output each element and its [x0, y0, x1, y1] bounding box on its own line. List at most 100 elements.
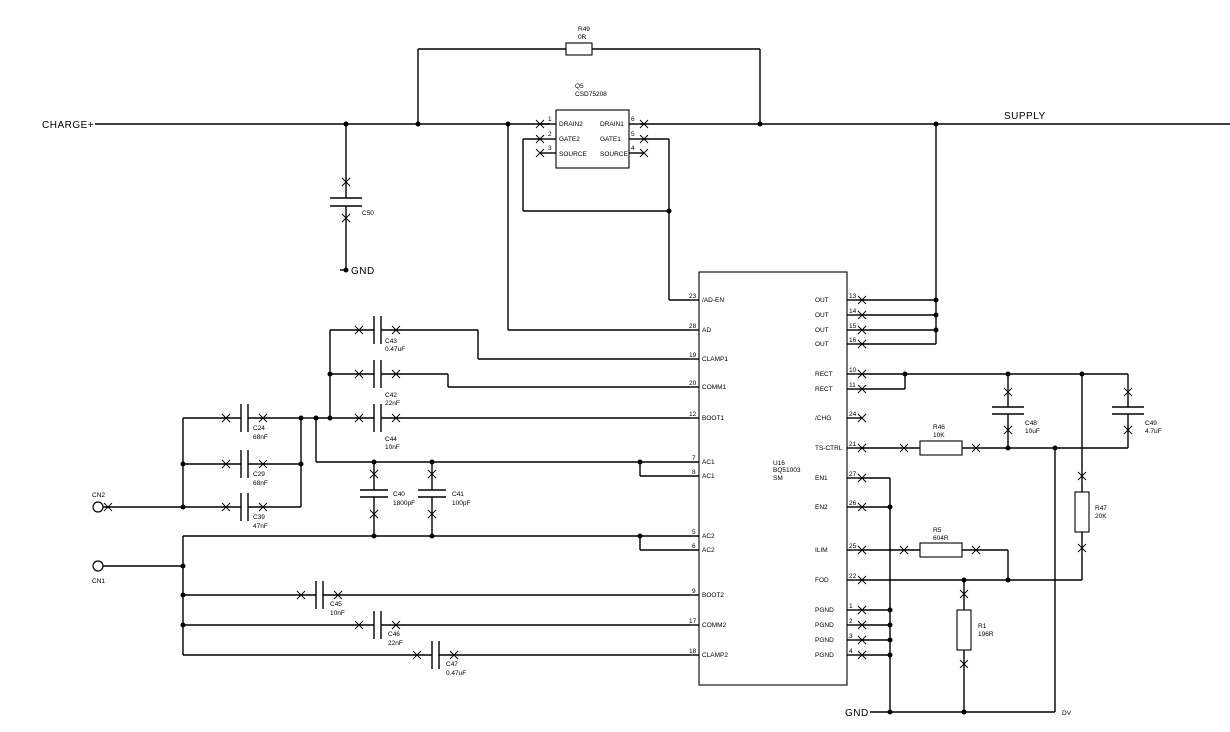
- q5-pin-name: DRAIN2: [559, 121, 583, 128]
- cn2-connector: CN2: [92, 492, 183, 513]
- u16-pin-num: 16: [849, 337, 857, 344]
- u16-pin-name: CLAMP2: [702, 652, 728, 659]
- r5-resistor: R5 604R: [862, 527, 1009, 580]
- r49-ref: R49: [578, 26, 590, 33]
- c29-capacitor: C29 68nF: [183, 450, 301, 487]
- u16-pin-name: EN1: [815, 475, 828, 482]
- dv-label: DV: [1062, 710, 1072, 717]
- c46-capacitor: C46 22nF: [183, 611, 690, 647]
- fod-net: [862, 577, 1082, 583]
- q5-pin-name: SOURCE: [559, 151, 587, 158]
- r49-value: 0R: [578, 34, 587, 41]
- u16-pin-name: AC1: [702, 459, 715, 466]
- u16-pin-name: PGND: [815, 607, 834, 614]
- c49-ref: C49: [1145, 420, 1157, 427]
- u16-pin-num: 23: [689, 293, 697, 300]
- q5-value: CSD75208: [575, 91, 607, 98]
- c39-value: 47nF: [253, 523, 268, 530]
- ac2-net: [180, 533, 643, 655]
- c41-ref: C41: [452, 491, 464, 498]
- q5-pin-name: GATE2: [559, 136, 580, 143]
- u16-pin-num: 25: [849, 543, 857, 550]
- r47-value: 20K: [1095, 513, 1107, 520]
- u16-pin-name: AC1: [702, 473, 715, 480]
- u16-pin-name: AC2: [702, 547, 715, 554]
- cn2-ref: CN2: [92, 492, 105, 499]
- u16-pin-name: /CHG: [815, 415, 831, 422]
- c45-capacitor: C45 10nF: [183, 581, 690, 617]
- u16-pin-num: 9: [692, 588, 696, 595]
- r1-value: 196R: [978, 631, 994, 638]
- u16-pin-name: PGND: [815, 622, 834, 629]
- c24-value: 68nF: [253, 434, 268, 441]
- c47-value: 0.47uF: [446, 670, 466, 677]
- r1-ref: R1: [978, 623, 987, 630]
- u16-pin-name: EN2: [815, 504, 828, 511]
- c24-capacitor: C24 68nF: [183, 404, 301, 441]
- r49-resistor: R49 0R: [417, 26, 761, 124]
- u16-pin-num: 4: [849, 648, 853, 655]
- q5-pin-num: 1: [548, 116, 552, 123]
- gnd-label: GND: [845, 708, 869, 719]
- u16-pin-num: 20: [689, 380, 697, 387]
- c46-ref: C46: [388, 631, 400, 638]
- c40-ref: C40: [393, 491, 405, 498]
- u16-pin-num: 8: [692, 469, 696, 476]
- u16-ic: U16 BQ51003 SM 23 28 19 20 12 7 8 5 6 9 …: [640, 271, 867, 686]
- q5-pin-num: 5: [631, 131, 635, 138]
- u16-pin-num: 6: [692, 543, 696, 550]
- r47-resistor: R47 20K: [1074, 374, 1107, 580]
- q5-ref: Q5: [575, 83, 584, 90]
- u16-pin-name: OUT: [815, 312, 829, 319]
- u16-pin-num: 27: [849, 471, 857, 478]
- c45-ref: C45: [330, 601, 342, 608]
- c39-ref: C39: [253, 514, 265, 521]
- u16-pin-num: 5: [692, 529, 696, 536]
- c45-value: 10nF: [330, 610, 345, 617]
- c48-value: 10uF: [1025, 428, 1040, 435]
- c48-ref: C48: [1025, 420, 1037, 427]
- u16-value: BQ51003: [773, 467, 801, 474]
- r5-value: 604R: [933, 535, 949, 542]
- u16-pin-name: TS-CTRL: [815, 445, 843, 452]
- u16-pin-num: 17: [689, 618, 697, 625]
- r46-ref: R46: [933, 424, 945, 431]
- r1-resistor: R1 196R: [956, 580, 994, 715]
- c49-value: 4.7uF: [1145, 428, 1162, 435]
- r46-resistor: R46 10K DV: [862, 424, 1072, 717]
- c40-value: 1800pF: [393, 500, 415, 507]
- c39-capacitor: C39 47nF: [183, 493, 301, 530]
- c50-ref: C50: [362, 210, 374, 217]
- gnd-label: GND: [351, 266, 375, 277]
- u16-pin-name: /AD-EN: [702, 297, 724, 304]
- u16-pin-name: CLAMP1: [702, 356, 728, 363]
- c24-ref: C24: [253, 425, 265, 432]
- r47-ref: R47: [1095, 505, 1107, 512]
- u16-pin-num: 11: [849, 382, 856, 389]
- c49-capacitor: C49 4.7uF: [1055, 374, 1162, 449]
- c50-capacitor: C50 GND: [330, 124, 375, 277]
- u16-pin-name: OUT: [815, 327, 829, 334]
- u16-pin-name: COMM1: [702, 384, 727, 391]
- gnd-bus: GND: [845, 477, 1055, 719]
- u16-pin-num: 24: [849, 411, 857, 418]
- u16-pin-name: BOOT1: [702, 415, 724, 422]
- rect-net: [862, 371, 1128, 390]
- q5-pin-name: DRAIN1: [600, 121, 624, 128]
- c29-ref: C29: [253, 471, 265, 478]
- c42-value: 22nF: [385, 400, 400, 407]
- cn1-connector: CN1: [92, 560, 183, 585]
- q5-pin-name: SOURCE: [600, 151, 628, 158]
- q5-pin-num: 3: [548, 145, 552, 152]
- c41-value: 100pF: [452, 500, 470, 507]
- charge-net-label: CHARGE+: [42, 120, 94, 131]
- u16-pin-num: 21: [849, 441, 857, 448]
- out-net: [862, 297, 939, 345]
- u16-pin-num: 13: [849, 293, 857, 300]
- u16-pin-num: 7: [692, 455, 696, 462]
- u16-pin-num: 10: [849, 367, 857, 374]
- c43-value: 0.47uF: [385, 346, 405, 353]
- u16-pin-name: AD: [702, 327, 711, 334]
- u16-pin-name: FOD: [815, 577, 829, 584]
